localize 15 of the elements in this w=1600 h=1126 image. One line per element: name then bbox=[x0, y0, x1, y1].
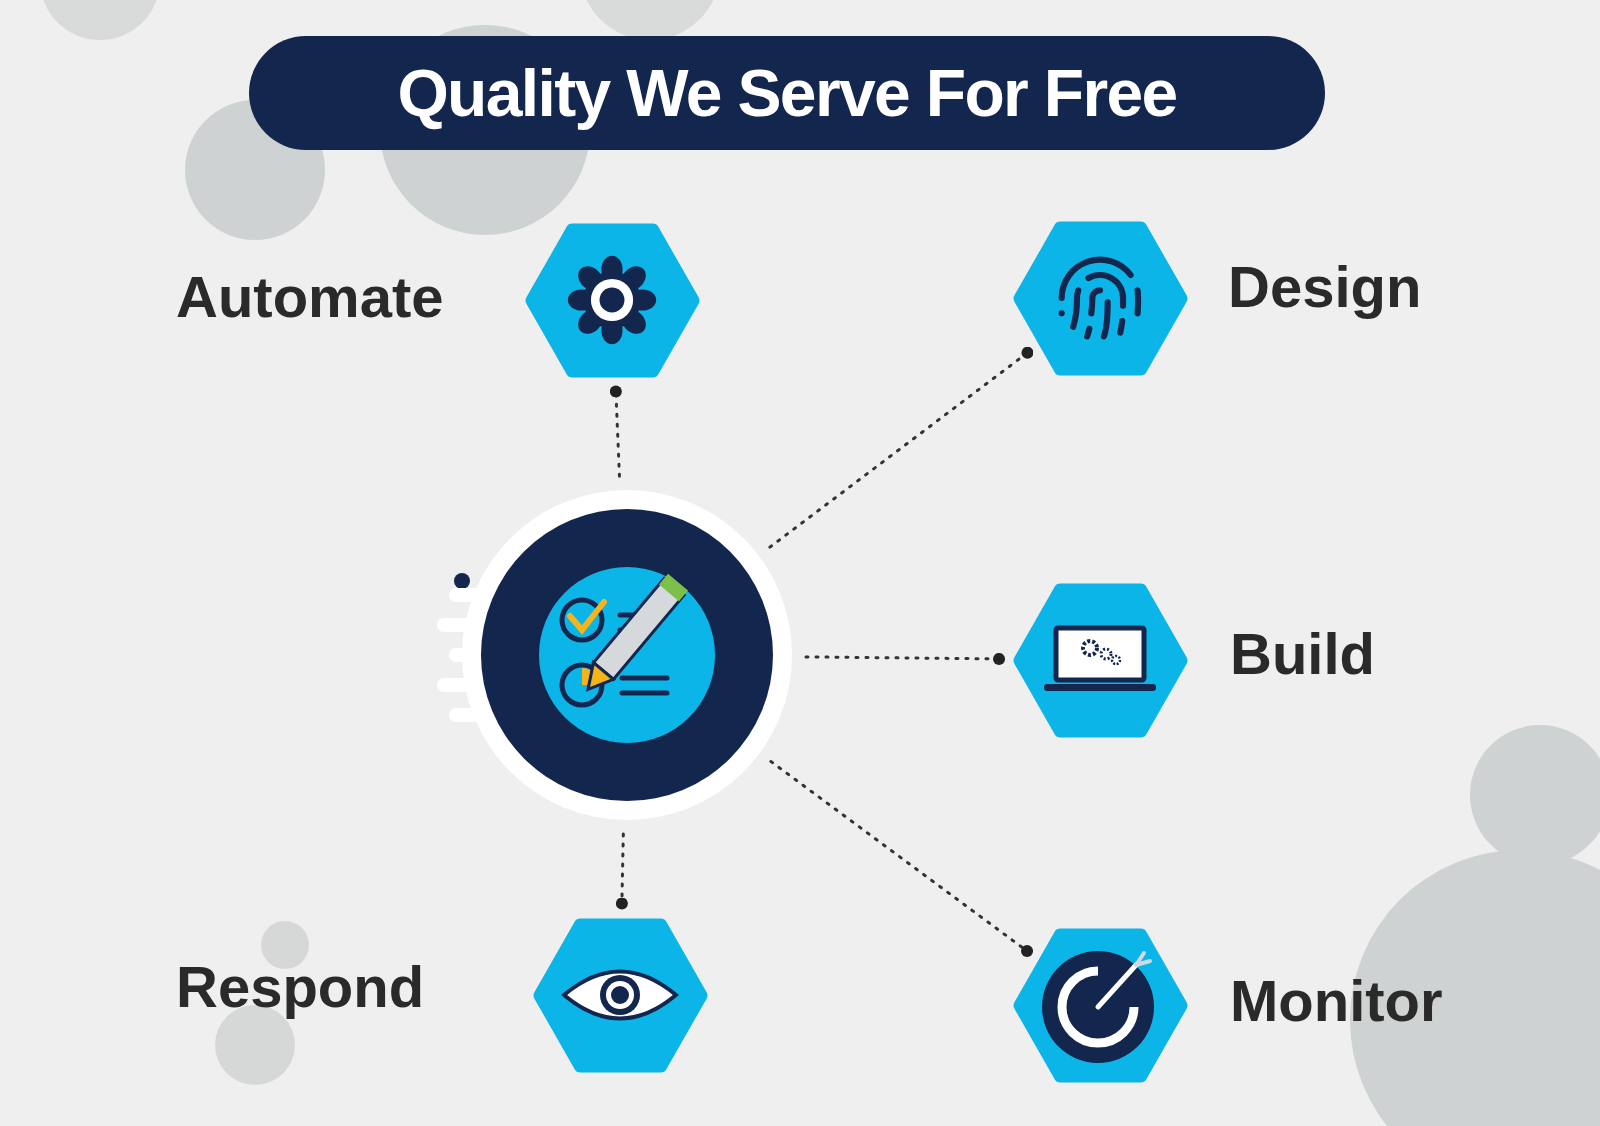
dotted-connector bbox=[609, 385, 622, 478]
step-label: Automate bbox=[176, 268, 444, 326]
title-banner: Quality We Serve For Free bbox=[249, 36, 1325, 150]
icon-hexagon bbox=[524, 222, 700, 378]
icon-hexagon bbox=[1012, 582, 1188, 738]
dotted-connector bbox=[804, 652, 1005, 665]
dotted-connector bbox=[769, 759, 1034, 957]
icon-hexagon bbox=[1012, 927, 1188, 1083]
step-label: Build bbox=[1230, 625, 1375, 683]
dotted-connector bbox=[615, 832, 628, 910]
icon-hexagon bbox=[1012, 220, 1188, 376]
icon-hexagon bbox=[532, 917, 708, 1073]
dotted-connector bbox=[768, 346, 1034, 549]
hub-circle bbox=[462, 490, 792, 820]
step-label: Monitor bbox=[1230, 972, 1443, 1030]
